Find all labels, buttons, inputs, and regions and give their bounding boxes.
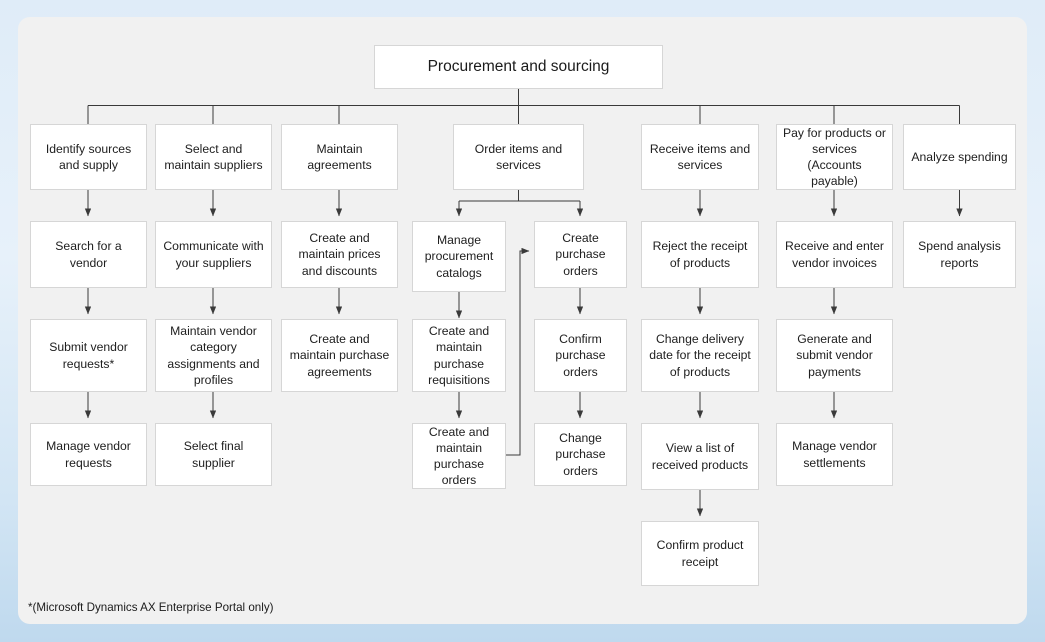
node-label: Create and maintain purchase orders bbox=[428, 424, 490, 488]
node-label: Identify sources and supply bbox=[45, 141, 132, 172]
node-manage-vendor-settlements[interactable]: Manage vendor settlements bbox=[776, 423, 893, 486]
node-label: Spend analysis reports bbox=[918, 239, 1001, 270]
node-generate-and-submit-vendor-payments[interactable]: Generate and submit vendor payments bbox=[776, 319, 893, 392]
node-select-final-supplier[interactable]: Select final supplier bbox=[155, 423, 272, 486]
node-identify-sources-and-supply[interactable]: Identify sources and supply bbox=[30, 124, 147, 190]
node-label: Maintain agreements bbox=[307, 141, 372, 172]
node-label: Procurement and sourcing bbox=[427, 57, 610, 75]
node-label: Confirm product receipt bbox=[656, 538, 744, 569]
node-label: Select and maintain suppliers bbox=[164, 141, 263, 172]
node-label: Create and maintain prices and discounts bbox=[298, 231, 381, 278]
node-communicate-with-your-suppliers[interactable]: Communicate with your suppliers bbox=[155, 221, 272, 288]
node-receive-items-and-services[interactable]: Receive items and services bbox=[641, 124, 759, 190]
node-create-and-maintain-prices-and-discounts[interactable]: Create and maintain prices and discounts bbox=[281, 221, 398, 288]
node-manage-vendor-requests[interactable]: Manage vendor requests bbox=[30, 423, 147, 486]
node-label: Create and maintain purchase requisition… bbox=[428, 324, 490, 387]
node-label: Manage vendor settlements bbox=[792, 439, 877, 470]
node-label: Create purchase orders bbox=[555, 231, 606, 278]
node-label: Receive items and services bbox=[649, 141, 751, 172]
node-create-and-maintain-purchase-orders[interactable]: Create and maintain purchase orders bbox=[412, 423, 506, 489]
node-label: Change delivery date for the receipt of … bbox=[649, 332, 751, 379]
node-maintain-vendor-category-assignments-and-profiles[interactable]: Maintain vendor category assignments and… bbox=[155, 319, 272, 392]
node-label: Manage procurement catalogs bbox=[424, 233, 494, 280]
node-label: Maintain vendor category assignments and… bbox=[167, 324, 260, 387]
node-analyze-spending[interactable]: Analyze spending bbox=[903, 124, 1016, 190]
node-label: Analyze spending bbox=[911, 149, 1008, 164]
node-create-purchase-orders[interactable]: Create purchase orders bbox=[534, 221, 627, 288]
node-order-items-and-services[interactable]: Order items and services bbox=[453, 124, 584, 190]
node-label: Manage vendor requests bbox=[46, 439, 131, 470]
node-label: Communicate with your suppliers bbox=[163, 239, 264, 270]
node-reject-the-receipt-of-products[interactable]: Reject the receipt of products bbox=[641, 221, 759, 288]
node-view-a-list-of-received-products[interactable]: View a list of received products bbox=[641, 423, 759, 490]
node-label: Pay for products or services (Accounts p… bbox=[783, 125, 886, 189]
node-label: Confirm purchase orders bbox=[555, 332, 606, 379]
node-label: Search for a vendor bbox=[55, 239, 122, 270]
node-label: Change purchase orders bbox=[555, 431, 606, 478]
node-create-and-maintain-purchase-requisitions[interactable]: Create and maintain purchase requisition… bbox=[412, 319, 506, 392]
node-label: View a list of received products bbox=[651, 441, 749, 472]
node-label: Create and maintain purchase agreements bbox=[289, 332, 390, 379]
node-procurement-and-sourcing[interactable]: Procurement and sourcing bbox=[374, 45, 663, 89]
node-manage-procurement-catalogs[interactable]: Manage procurement catalogs bbox=[412, 221, 506, 292]
node-pay-for-products-or-services[interactable]: Pay for products or services (Accounts p… bbox=[776, 124, 893, 190]
node-label: Receive and enter vendor invoices bbox=[785, 239, 884, 270]
node-create-and-maintain-purchase-agreements[interactable]: Create and maintain purchase agreements bbox=[281, 319, 398, 392]
node-search-for-a-vendor[interactable]: Search for a vendor bbox=[30, 221, 147, 288]
node-submit-vendor-requests[interactable]: Submit vendor requests* bbox=[30, 319, 147, 392]
node-label: Submit vendor requests* bbox=[49, 340, 128, 371]
node-change-delivery-date-for-the-receipt-of-products[interactable]: Change delivery date for the receipt of … bbox=[641, 319, 759, 392]
node-maintain-agreements[interactable]: Maintain agreements bbox=[281, 124, 398, 190]
node-confirm-purchase-orders[interactable]: Confirm purchase orders bbox=[534, 319, 627, 392]
footnote: *(Microsoft Dynamics AX Enterprise Porta… bbox=[28, 601, 274, 614]
node-label: Order items and services bbox=[474, 141, 563, 172]
node-select-and-maintain-suppliers[interactable]: Select and maintain suppliers bbox=[155, 124, 272, 190]
node-label: Generate and submit vendor payments bbox=[796, 332, 873, 379]
node-confirm-product-receipt[interactable]: Confirm product receipt bbox=[641, 521, 759, 586]
node-receive-and-enter-vendor-invoices[interactable]: Receive and enter vendor invoices bbox=[776, 221, 893, 288]
node-spend-analysis-reports[interactable]: Spend analysis reports bbox=[903, 221, 1016, 288]
node-label: Select final supplier bbox=[183, 439, 244, 470]
node-change-purchase-orders[interactable]: Change purchase orders bbox=[534, 423, 627, 486]
node-label: Reject the receipt of products bbox=[652, 239, 748, 270]
